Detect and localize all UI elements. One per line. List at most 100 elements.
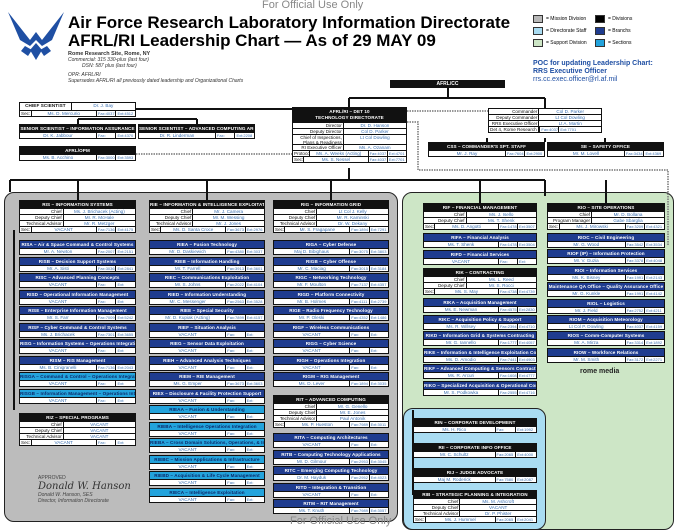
fax-number: 7899 [235,315,244,320]
person-name: Mr. G. Wood [573,242,600,247]
ext-label: Ext: [246,430,254,436]
ext-cell: Ext: [115,282,135,287]
branch-box-title: RIFD – Financial Services [424,251,536,258]
ext-number: 4739 [525,289,535,294]
fax-cell: Fax:1478 [497,242,517,247]
fax-label: Fax: [626,258,635,264]
ext-label: Ext: [370,249,378,254]
chief-scientist-title: CHIEF SCIENTIST [20,103,72,110]
fouo-banner-bottom: For Official Use Only [290,515,392,527]
ext-label: Ext: [645,151,653,156]
ext-cell: Ext:3507 [516,224,536,229]
fax-label: Fax: [351,458,360,464]
person-name: Mr. R. Metzger [84,221,115,226]
staff-office-box-title: RIJ – JUDGE ADVOCATE [414,469,536,476]
fax-cell: Fax: [95,348,116,353]
ext-label: Ext: [526,151,534,156]
secretary-name: Mr. S. Fragapane [299,227,336,232]
ext-number: 4777 [525,373,535,379]
branch-box-title: RIGG – Cyber Science [274,340,388,347]
ext-cell: Ext:4512 [115,111,135,116]
det-label: Det 4, Rome Research Site [489,127,540,132]
branch-box-title: RIOS – Comm-Computer Systems [548,332,664,340]
fax-label: Fax: [227,480,236,486]
senior-scientist-aca-box: SENIOR SCIENTIST – ADVANCED COMPUTING AR… [138,124,255,139]
ext-label: Ext: [246,414,254,419]
ext-number: 4710 [525,323,535,329]
division-riz-title: RIZ – SPECIAL PROGRAMS [20,414,135,421]
fax-cell: Fax:2065 [494,452,516,457]
ext-cell: Ext:3011 [368,422,388,427]
fax-cell: Fax: [225,331,244,337]
person-name: VACANT [178,348,197,353]
person-name: Mr. S. Farr [47,315,69,320]
person-name: Dr. D. Hanson [360,123,390,128]
person-name: Ms. R. Willsey [446,323,476,329]
ext-label: Ext: [518,259,526,264]
fax-cell: Fax: [225,430,244,436]
ext-cell: Ext:7701 [558,127,577,132]
legend-swatch [595,15,605,23]
ext-label: Ext: [370,348,378,353]
fax-label: Fax: [351,331,360,337]
fax-cell: Fax:2007 [95,249,116,254]
ext-label: Ext: [117,111,125,116]
person-name: VACANT [178,497,197,502]
fax-number: 7301 [105,331,115,337]
legend-swatch [595,39,605,47]
ext-number: 3803 [377,249,387,254]
fax-cell: Fax:2563 [225,298,244,304]
fax-label: Fax: [227,397,236,403]
ext-number: 1992 [524,427,534,432]
ext-cell: Ext:4321 [644,224,664,229]
fax-cell: Fax:2555 [497,390,517,395]
person-name: Mr. T. Farrell [174,265,201,271]
ext-cell: Ext:3655 [115,331,135,337]
ext-label: Ext: [117,155,125,160]
position-label: Deputy Chief [414,505,461,510]
ext-label: Ext: [646,224,654,229]
ext-cell: Ext:4211 [644,307,664,313]
fax-cell: Fax:3673 [225,227,244,232]
ext-label: Ext: [646,291,654,297]
ext-number: 4057 [525,340,535,346]
ext-cell: Ext: [115,381,135,386]
fax-cell: Fax: [225,463,244,469]
commercial-phone: Commercial: 315 330-plus (last four) [68,57,149,63]
position-label: Technical Advisor [414,511,461,516]
fax-label: Fax: [351,442,360,447]
poc-email[interactable]: rrs.cc.exec.officer@rl.af.mil [533,76,618,83]
branch-box-title: RIKF – Advanced Computing & Sensors Cont… [424,365,536,373]
signature: Donald W. Hanson [38,481,131,492]
ext-cell: Ext:4104 [244,282,264,287]
ext-label: Ext: [246,463,254,469]
chief-scientist-name: Dr. J. Bay [93,103,114,108]
ext-label: Ext: [646,242,654,247]
ext-label: Ext: [518,242,526,247]
ext-label: Ext: [246,447,254,453]
legend-label: = Mission Division [546,16,587,22]
fax-number: 7137 [359,282,368,287]
ext-number: 2208 [243,133,253,138]
person-name: Mr. M. Lovell [572,151,599,156]
fax-label: Fax: [97,265,106,271]
branch-box-title: RISC – Advanced Planning Concepts [20,274,135,281]
ext-number: 4048 [653,258,663,264]
